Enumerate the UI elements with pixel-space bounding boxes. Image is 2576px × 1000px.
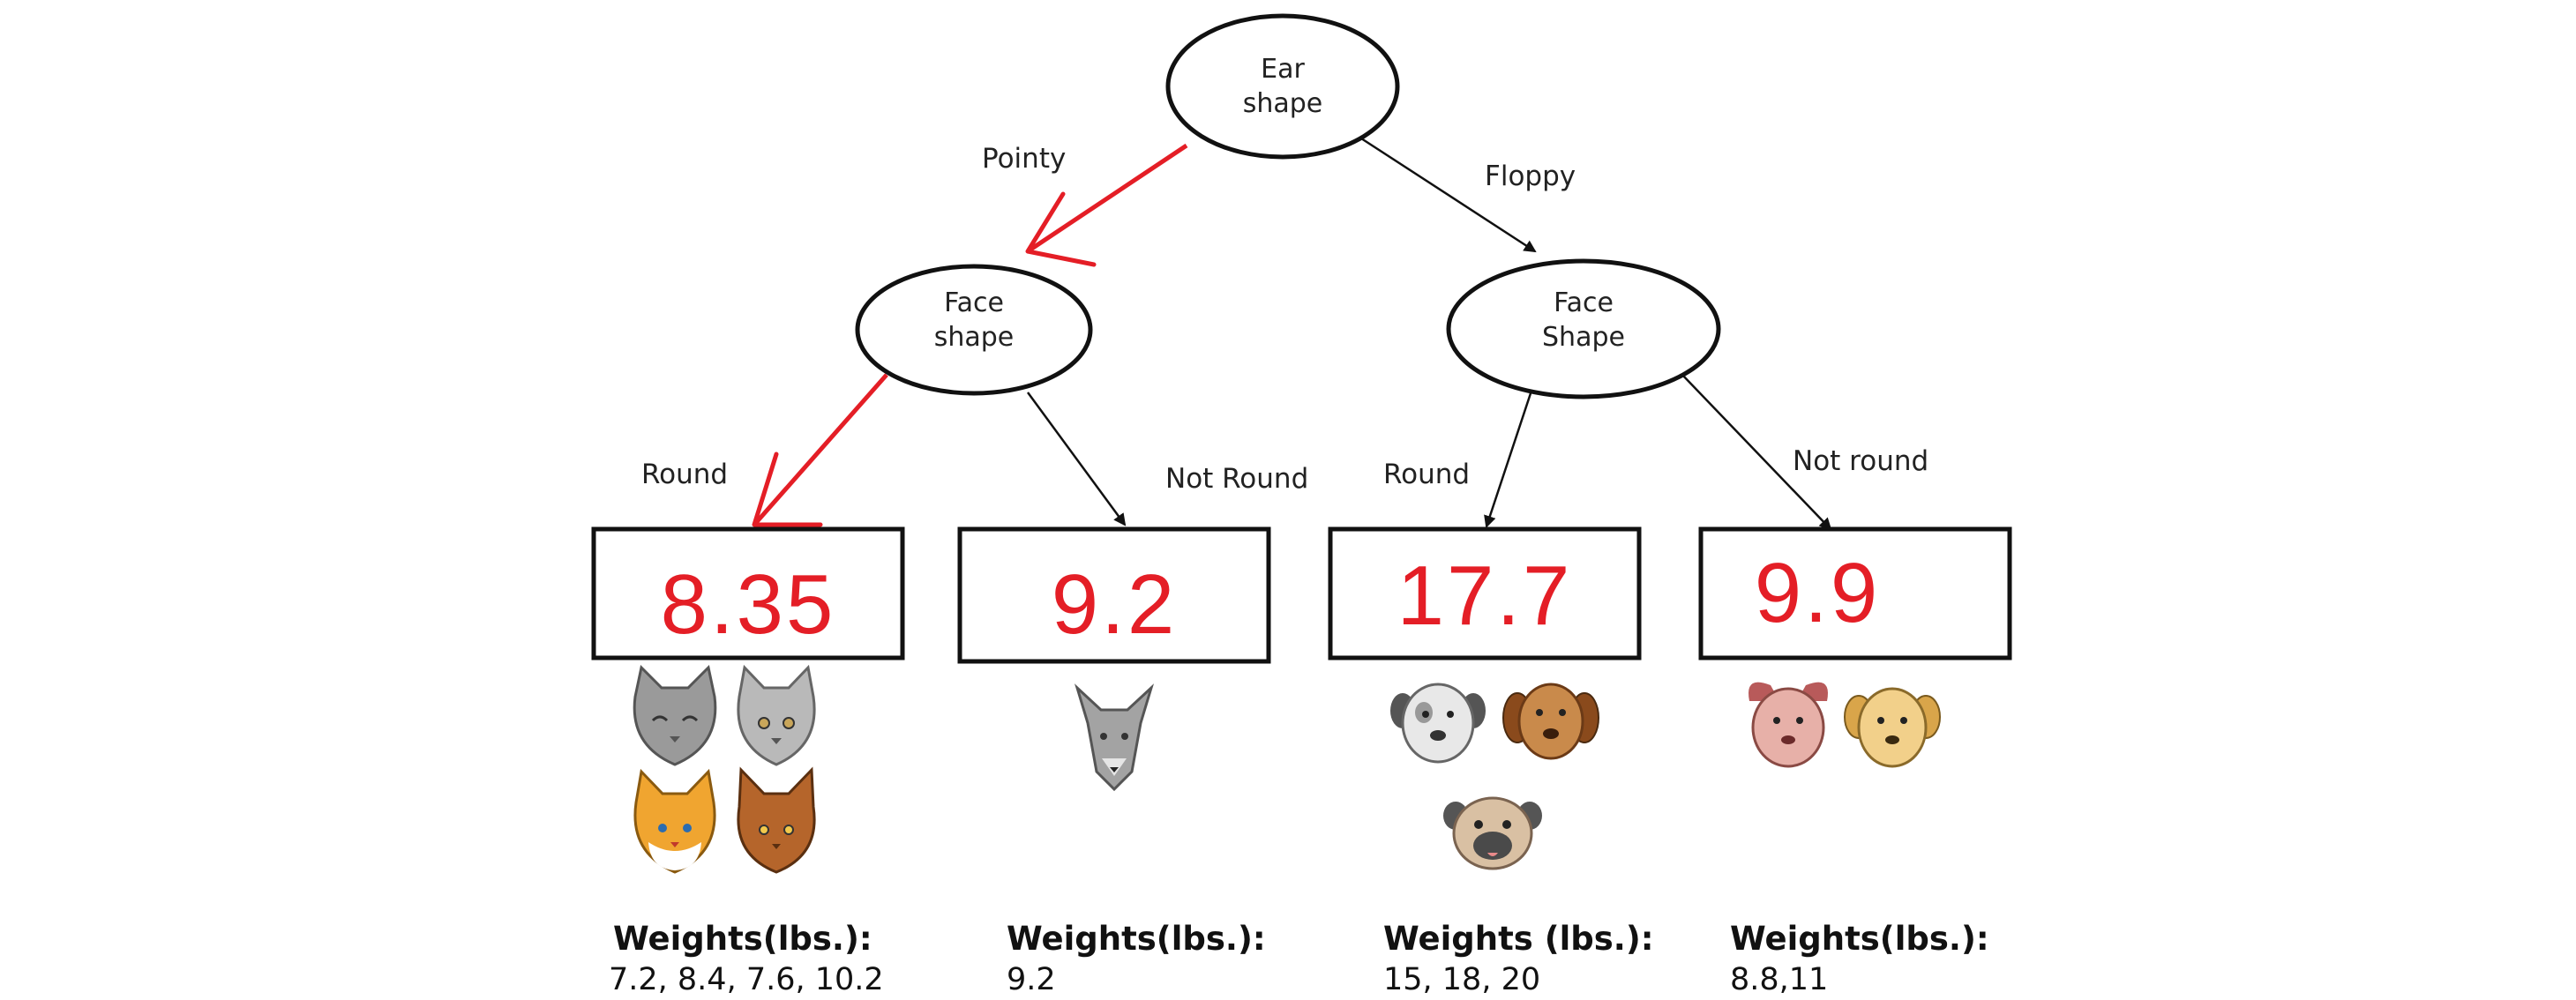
weights-values-2: 9.2 xyxy=(1007,962,1056,997)
gray-cat-icon xyxy=(737,664,816,766)
edge-left-to-leaf1 xyxy=(752,373,888,527)
right-node-line2: Shape xyxy=(1542,322,1625,353)
gray-cat-icon xyxy=(633,664,717,766)
weights-values-4: 8.8,11 xyxy=(1730,962,1828,997)
edge-label-floppy: Floppy xyxy=(1485,160,1576,192)
brown-cat-icon xyxy=(737,766,816,874)
edge-right-to-leaf4 xyxy=(1680,372,1832,531)
left-node: Face shape xyxy=(855,264,1093,396)
root-node-line2: shape xyxy=(1243,88,1323,119)
root-node-line1: Ear xyxy=(1261,54,1305,85)
leaf-box-2: 9.2 xyxy=(957,526,1271,664)
edge-label-not-round-right: Not round xyxy=(1793,445,1928,477)
left-node-line1: Face xyxy=(944,287,1004,318)
leaf-value-2: 9.2 xyxy=(1052,557,1177,652)
edge-left-to-leaf2 xyxy=(1026,392,1127,526)
edge-root-to-left xyxy=(1025,143,1188,267)
right-node: Face Shape xyxy=(1446,258,1721,399)
edge-label-round-right: Round xyxy=(1383,459,1470,490)
leaf-box-1: 8.35 xyxy=(591,526,905,660)
gray-wolf-dog-icon xyxy=(1074,683,1155,792)
edge-label-not-round-left: Not Round xyxy=(1165,463,1308,495)
weights-title-4: Weights(lbs.): xyxy=(1730,920,1989,958)
left-node-line2: shape xyxy=(934,322,1015,353)
leaf-box-4: 9.9 xyxy=(1698,526,2012,660)
edge-right-to-leaf3 xyxy=(1484,387,1534,528)
weights-title-2: Weights(lbs.): xyxy=(1007,920,1266,958)
orange-cat-icon xyxy=(633,768,716,874)
brown-dog-icon xyxy=(1502,683,1599,760)
weights-title-1: Weights(lbs.): xyxy=(613,920,872,958)
edge-root-to-right xyxy=(1358,135,1537,253)
right-node-line1: Face xyxy=(1554,287,1614,318)
leaf-value-1: 8.35 xyxy=(661,557,836,652)
edge-label-round-left: Round xyxy=(641,459,728,490)
pug-icon xyxy=(1443,796,1542,870)
leaf-value-4: 9.9 xyxy=(1755,546,1880,640)
white-dog-icon xyxy=(1390,683,1486,764)
edge-label-pointy: Pointy xyxy=(982,143,1066,175)
leaf-box-3: 17.7 xyxy=(1328,526,1642,660)
weights-title-3: Weights (lbs.): xyxy=(1383,920,1654,958)
root-node: Ear shape xyxy=(1165,13,1400,160)
leaf-value-3: 17.7 xyxy=(1397,549,1573,643)
pink-dog-icon xyxy=(1749,682,1828,768)
tan-dog-icon xyxy=(1844,687,1941,768)
weights-values-3: 15, 18, 20 xyxy=(1383,962,1540,997)
weights-values-1: 7.2, 8.4, 7.6, 10.2 xyxy=(609,962,884,997)
